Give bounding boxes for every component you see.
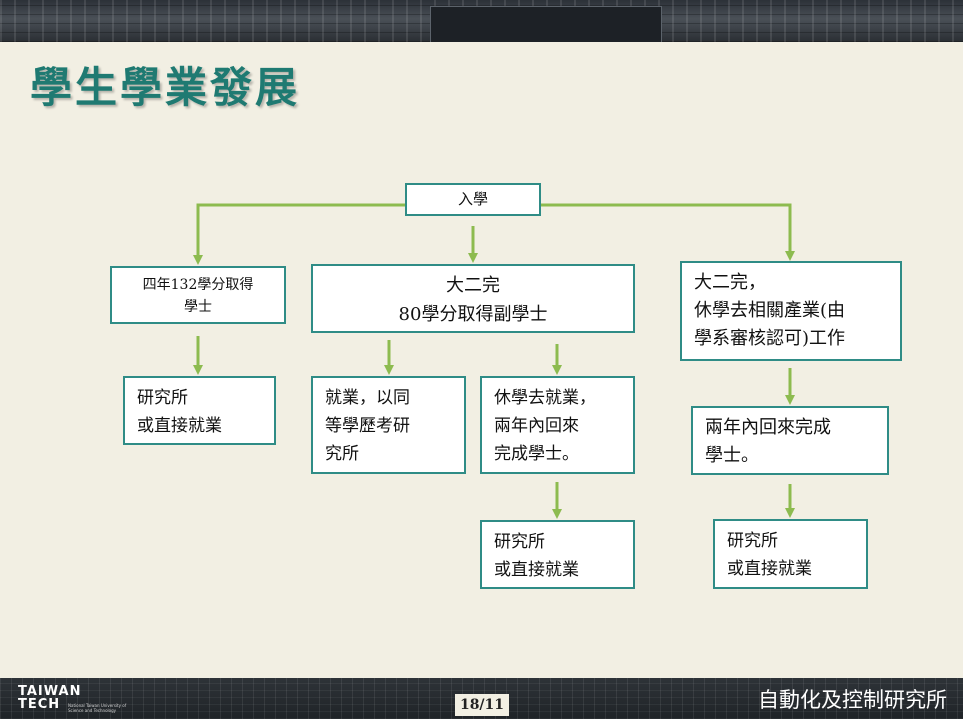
node-associate-degree-line2: 80學分取得副學士 bbox=[398, 304, 548, 325]
node-work-equivalent-line3: 究所 bbox=[325, 444, 359, 464]
logo-subtitle: National Taiwan University of Science an… bbox=[68, 703, 127, 713]
taiwan-tech-logo: TAIWAN TECH National Taiwan University o… bbox=[18, 683, 128, 715]
node-enroll-text: 入學 bbox=[457, 190, 488, 208]
node-four-year-bachelor: 四年132學分取得 學士 bbox=[110, 266, 286, 324]
node-left-grad-or-work: 研究所 或直接就業 bbox=[123, 376, 276, 445]
node-associate-degree-line1: 大二完 bbox=[446, 275, 500, 296]
node-leave-to-work-line2: 兩年內回來 bbox=[494, 416, 579, 436]
node-mid-grad-or-work-line2: 或直接就業 bbox=[494, 560, 579, 580]
slide-title: 學生學業發展 bbox=[30, 63, 301, 112]
node-return-complete-line1: 兩年內回來完成 bbox=[705, 417, 831, 438]
node-work-equivalent-line1: 就業，以同 bbox=[325, 388, 410, 408]
node-return-complete: 兩年內回來完成 學士。 bbox=[691, 406, 889, 475]
logo-wordmark: TAIWAN TECH bbox=[18, 685, 81, 711]
page-number: 18/11 bbox=[455, 694, 509, 716]
node-four-year-bachelor-line2: 學士 bbox=[184, 299, 212, 315]
header-circuit-banner bbox=[0, 0, 963, 42]
node-industry-leave-line1: 大二完， bbox=[694, 272, 766, 293]
connector-enroll-left bbox=[193, 203, 405, 265]
institute-name: 自動化及控制研究所 bbox=[758, 688, 947, 712]
chip-decoration bbox=[430, 6, 662, 42]
node-leave-to-work-line1: 休學去就業， bbox=[494, 388, 596, 408]
node-leave-to-work: 休學去就業， 兩年內回來 完成學士。 bbox=[480, 376, 635, 474]
node-four-year-bachelor-line1: 四年132學分取得 bbox=[142, 277, 254, 293]
node-industry-leave-line3: 學系審核認可)工作 bbox=[694, 328, 846, 349]
node-work-equivalent: 就業，以同 等學歷考研 究所 bbox=[311, 376, 466, 474]
node-right-grad-or-work-line2: 或直接就業 bbox=[727, 559, 812, 579]
node-left-grad-or-work-line1: 研究所 bbox=[137, 388, 188, 408]
node-mid-grad-or-work-line1: 研究所 bbox=[494, 532, 545, 552]
node-industry-leave-line2: 休學去相關產業(由 bbox=[694, 300, 846, 321]
node-work-equivalent-line2: 等學歷考研 bbox=[325, 416, 410, 436]
node-enroll: 入學 bbox=[405, 183, 541, 216]
logo-line2: TECH bbox=[18, 697, 61, 712]
node-leave-to-work-line3: 完成學士。 bbox=[494, 444, 579, 464]
footer-circuit-banner: TAIWAN TECH National Taiwan University o… bbox=[0, 678, 963, 719]
node-right-grad-or-work-line1: 研究所 bbox=[727, 531, 778, 551]
node-left-grad-or-work-line2: 或直接就業 bbox=[137, 416, 222, 436]
node-right-grad-or-work: 研究所 或直接就業 bbox=[713, 519, 868, 589]
connector-enroll-right bbox=[541, 203, 795, 261]
node-industry-leave: 大二完， 休學去相關產業(由 學系審核認可)工作 bbox=[680, 261, 902, 361]
node-mid-grad-or-work: 研究所 或直接就業 bbox=[480, 520, 635, 589]
node-associate-degree: 大二完 80學分取得副學士 bbox=[311, 264, 635, 333]
logo-line1: TAIWAN bbox=[18, 684, 82, 699]
node-return-complete-line2: 學士。 bbox=[705, 445, 759, 466]
